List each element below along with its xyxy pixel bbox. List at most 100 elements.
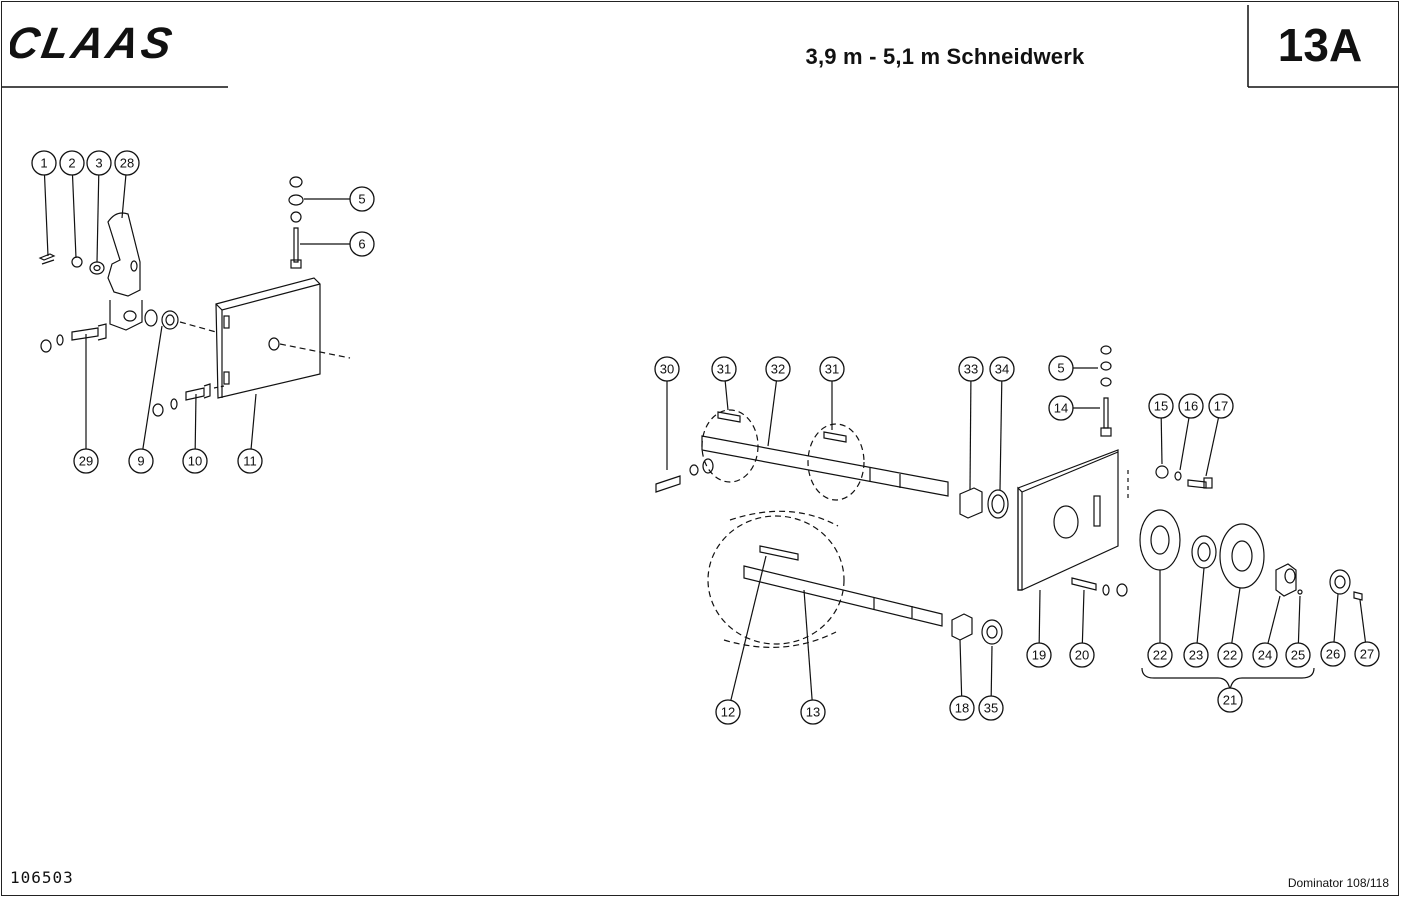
callout-number: 27: [1360, 647, 1374, 662]
callout-24: 24: [1252, 595, 1281, 668]
callout-circle: [1285, 642, 1311, 668]
callout-number: 1: [40, 156, 47, 171]
leader-line: [121, 174, 127, 219]
callout-number: 6: [358, 237, 365, 252]
split-pin: [38, 253, 56, 265]
callout-number: 26: [1326, 647, 1340, 662]
callout-circle: [1048, 395, 1074, 421]
callout-5: 5: [304, 186, 375, 212]
callout-circle: [59, 150, 85, 176]
callout-circle: [958, 356, 984, 382]
leader-line: [730, 555, 767, 701]
callout-5: 5: [1048, 355, 1098, 381]
callout-19: 19: [1026, 589, 1052, 668]
callout-circle: [237, 448, 263, 474]
callout-number: 16: [1184, 399, 1198, 414]
nut-5a: [289, 176, 303, 188]
callout-circle: [349, 186, 375, 212]
callout-21: 21: [1217, 687, 1243, 713]
callout-number: 3: [95, 156, 102, 171]
leader-line: [1267, 595, 1281, 644]
callout-28: 28: [114, 150, 140, 219]
leader-line: [43, 174, 49, 257]
leader-line: [1160, 417, 1163, 465]
callout-number: 34: [995, 362, 1009, 377]
callout-circle: [1048, 355, 1074, 381]
leader-line: [71, 174, 77, 259]
callout-circle: [86, 150, 112, 176]
washer-small: [71, 256, 83, 268]
leader-line: [1297, 595, 1301, 644]
callout-11: 11: [237, 393, 263, 474]
callout-35: 35: [978, 645, 1004, 721]
bolt-10: [185, 383, 211, 401]
leader-line: [959, 639, 963, 697]
callout-circle: [1208, 393, 1234, 419]
document-number: 106503: [10, 868, 74, 887]
callout-23: 23: [1183, 567, 1209, 668]
callout-number: 31: [717, 362, 731, 377]
hub-left-upper: [701, 409, 759, 483]
washer-9b: [161, 310, 179, 330]
plate-11: [215, 277, 321, 399]
leader-line: [142, 325, 163, 450]
lever-assembly: [38, 176, 351, 417]
callout-number: 31: [825, 362, 839, 377]
callout-circle: [31, 150, 57, 176]
callout-10: 10: [182, 393, 208, 474]
seal-34: [987, 489, 1009, 519]
leader-line: [1333, 593, 1339, 643]
callout-number: 22: [1153, 648, 1167, 663]
model-label: Dominator 108/118: [1287, 876, 1389, 890]
ring-26: [1329, 569, 1351, 595]
callout-22: 22: [1217, 587, 1243, 668]
leader-line: [724, 380, 729, 411]
callout-number: 33: [964, 362, 978, 377]
callout-number: 14: [1054, 401, 1068, 416]
callout-32: 32: [765, 356, 791, 447]
callout-circle: [1320, 641, 1346, 667]
nut-29: [40, 339, 52, 353]
callout-30: 30: [654, 356, 680, 470]
callout-circle: [1026, 642, 1052, 668]
callout-number: 20: [1075, 648, 1089, 663]
key-12: [759, 545, 799, 561]
logo-wordmark: CLAAS: [10, 19, 178, 66]
bolt-20: [1071, 577, 1097, 591]
callout-circle: [1354, 641, 1380, 667]
nut-10: [152, 403, 164, 417]
leader-line: [767, 380, 778, 447]
callout-circle: [654, 356, 680, 382]
lever-hub: [109, 300, 143, 331]
bearing-23: [1191, 535, 1217, 569]
callout-29: 29: [73, 334, 99, 474]
callout-circle: [715, 699, 741, 725]
leader-line: [1081, 589, 1085, 644]
callout-circle: [128, 448, 154, 474]
callout-number: 25: [1291, 648, 1305, 663]
callout-circle: [1147, 642, 1173, 668]
nut-5c: [290, 211, 302, 223]
washer: [89, 261, 105, 275]
flange-22a: [1139, 509, 1181, 571]
callout-number: 12: [721, 705, 735, 720]
callout-circle: [1148, 393, 1174, 419]
bolt-30: [655, 475, 681, 493]
leader-line: [96, 174, 100, 263]
callout-31: 31: [711, 356, 737, 411]
callout-circle: [1183, 642, 1209, 668]
callout-34: 34: [989, 356, 1015, 491]
bush-24: [1275, 563, 1297, 597]
callout-circle: [114, 150, 140, 176]
callout-20: 20: [1069, 589, 1095, 668]
washer-15: [1155, 465, 1169, 479]
pulley-outline: [707, 515, 845, 645]
callout-25: 25: [1285, 595, 1311, 668]
leader-line: [1205, 417, 1220, 477]
claas-logo: CLAAS: [10, 19, 178, 66]
callout-17: 17: [1205, 393, 1234, 477]
